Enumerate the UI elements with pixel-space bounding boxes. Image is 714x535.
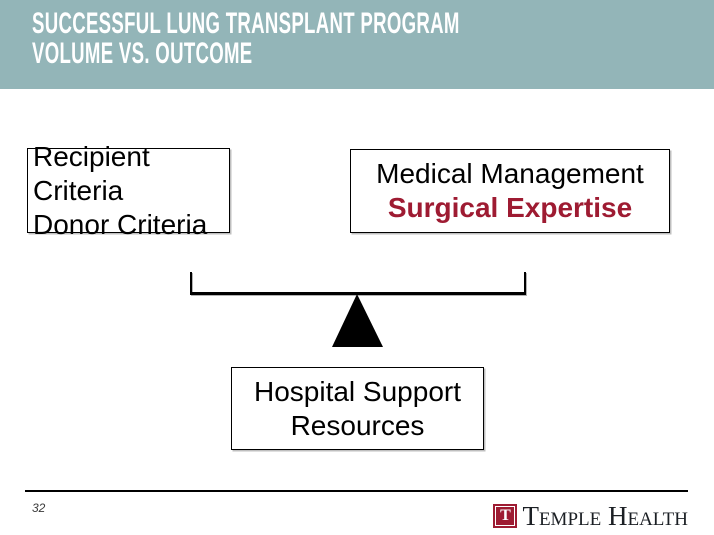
temple-t-icon: T (493, 504, 518, 528)
slide-title: SUCCESSFUL LUNG TRANSPLANT PROGRAM VOLUM… (32, 9, 460, 69)
slide-title-line1: SUCCESSFUL LUNG TRANSPLANT PROGRAM (32, 7, 460, 40)
brand-wordmark: Temple Health (522, 501, 688, 531)
recipient-donor-criteria-box: Recipient Criteria Donor Criteria (27, 141, 230, 240)
recipient-criteria-label: Recipient Criteria (33, 140, 150, 206)
hospital-support-box: Hospital Support Resources (231, 367, 484, 450)
medical-surgical-box: Medical Management Surgical Expertise (350, 149, 670, 233)
footer-divider (25, 490, 688, 492)
fulcrum-triangle-icon (332, 294, 383, 347)
resources-label: Resources (290, 409, 425, 441)
surgical-expertise-label: Surgical Expertise (387, 192, 633, 223)
hospital-support-label: Hospital Support (253, 375, 461, 407)
slide-header: SUCCESSFUL LUNG TRANSPLANT PROGRAM VOLUM… (0, 0, 714, 89)
slide-title-line2: VOLUME VS. OUTCOME (32, 37, 253, 70)
temple-health-logo: T Temple Health (493, 501, 688, 531)
balance-beam-icon (190, 272, 526, 295)
medical-management-label: Medical Management (376, 158, 644, 189)
page-number: 32 (32, 501, 46, 515)
donor-criteria-label: Donor Criteria (33, 208, 208, 240)
